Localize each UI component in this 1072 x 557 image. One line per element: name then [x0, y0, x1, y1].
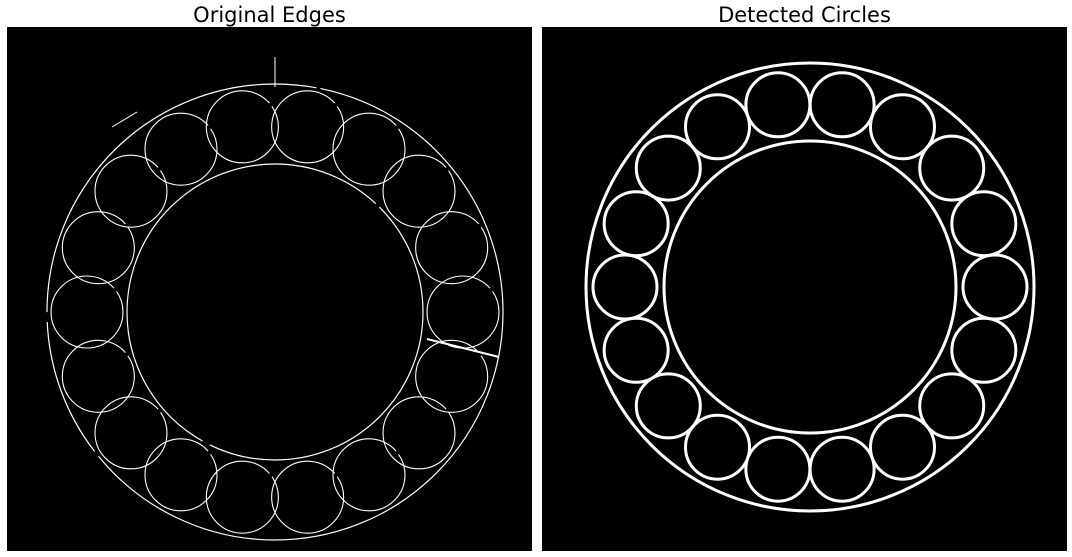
ball-edge [426, 275, 500, 349]
detected-circles-title: Detected Circles [718, 3, 891, 27]
detected-ball [634, 372, 702, 440]
ball-edge [50, 275, 124, 349]
detected-ball [602, 316, 670, 384]
detected-ball [950, 316, 1018, 384]
ball-edge [94, 396, 168, 470]
detected-ball [918, 372, 986, 440]
detected-ball [808, 71, 876, 139]
detected-ball [744, 71, 812, 139]
ball-edge [382, 154, 456, 228]
detected-ball [869, 413, 936, 481]
ball-edge [61, 339, 135, 413]
ball-edge [382, 396, 456, 470]
detected-ball [961, 253, 1029, 321]
detected-ball [808, 435, 876, 503]
ball-edge [205, 90, 279, 164]
circles-canvas [584, 61, 1036, 513]
ball-edge [144, 438, 218, 512]
original-edges-title: Original Edges [193, 3, 346, 27]
detected-ball [869, 93, 936, 161]
inner-ring-edge [126, 163, 424, 461]
ball-edge [415, 339, 489, 413]
detected-ball [744, 435, 812, 503]
ball-edge [144, 112, 218, 186]
detected-ball [918, 134, 986, 202]
detected-circles-image [542, 27, 1067, 551]
original-edges-image [7, 27, 532, 551]
outer-ring-edge [46, 83, 504, 541]
ball-edge [332, 438, 406, 512]
ball-edge [415, 211, 489, 285]
ball-edge [271, 460, 345, 534]
detected-ball [634, 134, 702, 202]
ball-edge [61, 211, 135, 285]
stray-edge [111, 111, 138, 128]
detected-ball [591, 253, 659, 321]
detected-inner-ring [662, 139, 958, 435]
ball-edge [332, 112, 406, 186]
ball-edge [94, 154, 168, 228]
detected-ball [684, 413, 751, 481]
detected-ball [602, 190, 670, 258]
detected-ball [684, 93, 751, 161]
ball-edge [271, 90, 345, 164]
edges-canvas [46, 57, 504, 541]
detected-outer-ring [584, 61, 1036, 513]
ball-edge [205, 460, 279, 534]
scratch-edge [426, 338, 500, 358]
detected-ball [950, 190, 1018, 258]
